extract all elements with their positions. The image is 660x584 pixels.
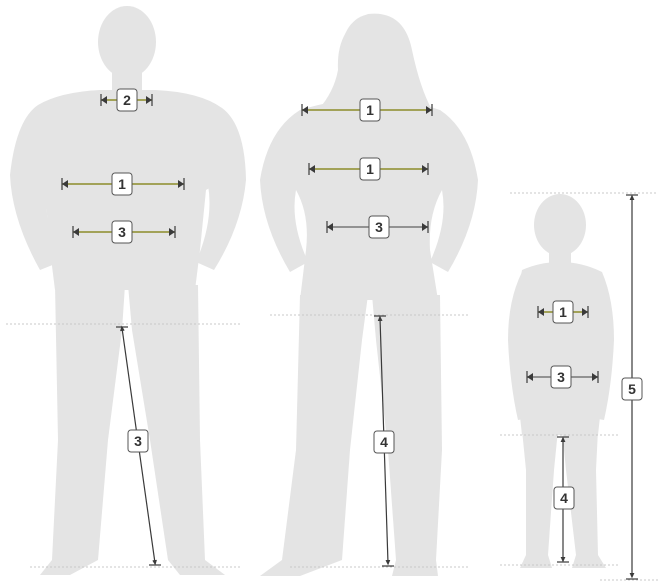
man-chest-measure: 1 (61, 172, 185, 196)
woman-waist-measure: 3 (326, 215, 429, 239)
child-chest-measure: 1 (537, 300, 589, 324)
man-leg-measure: 3 (116, 325, 161, 566)
child-waist-label: 3 (557, 369, 565, 385)
child-waist-measure: 3 (526, 365, 599, 389)
man-neck-label: 2 (123, 92, 131, 108)
child-height-measure: 5 (621, 194, 643, 580)
woman-leg-measure: 4 (373, 315, 395, 567)
child-chest-label: 1 (559, 304, 567, 320)
woman-waist-label: 3 (375, 219, 383, 235)
man-chest-label: 1 (118, 176, 126, 192)
woman-bust-measure: 1 (301, 98, 433, 122)
child-height-label: 5 (628, 381, 636, 397)
guide-lines (6, 192, 658, 581)
child-silhouette (508, 194, 614, 568)
child-leg-measure: 4 (553, 436, 575, 563)
man-leg-label: 3 (134, 433, 142, 449)
man-waist-label: 3 (118, 224, 126, 240)
woman-leg-label: 4 (380, 434, 388, 450)
man-neck-measure: 2 (100, 88, 153, 112)
woman-bust-label: 1 (366, 102, 374, 118)
woman-silhouette (260, 13, 478, 576)
man-waist-measure: 3 (72, 220, 176, 244)
child-leg-label: 4 (560, 490, 568, 506)
woman-underbust-measure: 1 (308, 157, 429, 181)
woman-underbust-label: 1 (366, 161, 374, 177)
